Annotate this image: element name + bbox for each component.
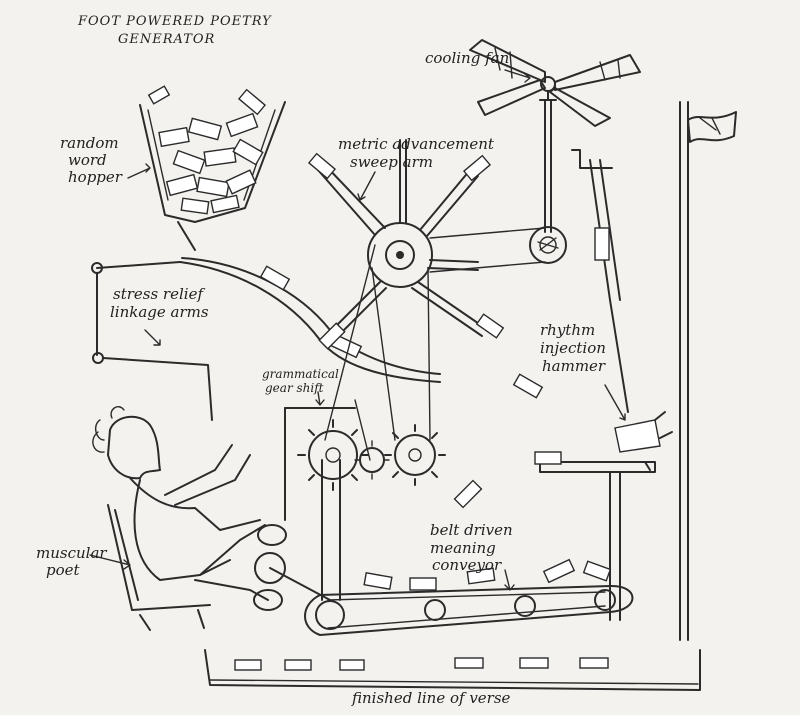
label-grammatical-1: grammatical — [262, 367, 339, 381]
title-line-1: Foot Powered Poetry — [78, 14, 272, 29]
label-rhythm-1: rhythm — [540, 321, 596, 339]
right-gear — [384, 424, 446, 486]
label-metric-2: sweep arm — [350, 153, 433, 171]
label-muscular-1: muscular — [36, 544, 107, 562]
label-hopper-1: random — [60, 134, 119, 152]
label-cooling-fan: cooling fan — [425, 49, 510, 67]
label-muscular-2: poet — [46, 561, 80, 579]
verse-tray — [204, 649, 701, 691]
rhythm-hammer — [614, 411, 673, 453]
word-chute — [179, 257, 441, 383]
right-frame — [539, 149, 656, 621]
label-hopper-2: word — [68, 151, 107, 169]
linkage-arms — [91, 261, 213, 421]
label-arrows — [89, 69, 626, 591]
label-stress-2: linkage arms — [110, 303, 209, 321]
label-hopper-3: hopper — [68, 168, 122, 186]
label-stress-1: stress relief — [113, 285, 204, 303]
gear-shift-frame — [284, 399, 371, 521]
label-belt-3: conveyor — [432, 556, 502, 574]
fan-pulley — [529, 226, 567, 264]
flag-pole — [679, 101, 737, 641]
label-rhythm-2: injection — [540, 339, 606, 357]
small-gear — [354, 440, 390, 480]
label-grammatical-2: gear shift — [265, 381, 324, 395]
label-finished-verse: finished line of verse — [352, 689, 511, 707]
meaning-conveyor — [304, 373, 634, 636]
pedal-crank — [254, 552, 331, 601]
sweep-arm-wheel — [307, 139, 505, 350]
label-metric-1: metric advancement — [338, 135, 494, 153]
cooling-fan — [469, 39, 641, 233]
title-line-2: Generator — [118, 32, 216, 47]
label-rhythm-3: hammer — [542, 357, 606, 375]
label-belt-2: meaning — [430, 539, 496, 557]
poet-figure — [92, 406, 287, 631]
large-gear — [297, 419, 369, 491]
hopper-word-cards — [147, 85, 267, 215]
label-belt-1: belt driven — [430, 521, 513, 539]
